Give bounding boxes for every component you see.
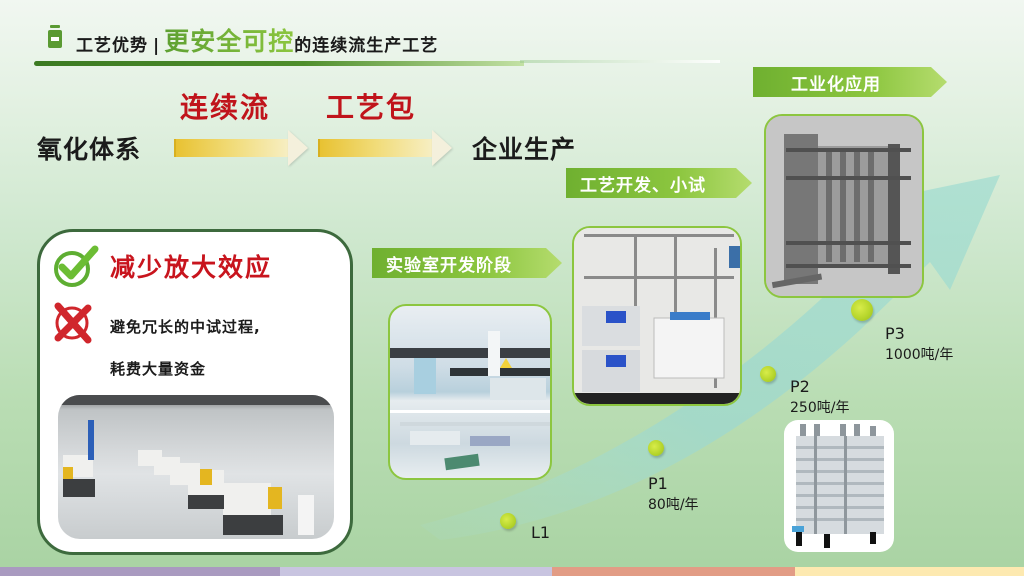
benefit-card: 减少放大效应 避免冗长的中试过程, 耗费大量资金: [37, 229, 353, 555]
title-separator: |: [153, 36, 160, 56]
footer-stripe-yellow: [795, 567, 1024, 576]
title-prefix: 工艺优势: [76, 36, 148, 56]
plate-reactor-industrial-photo: [764, 114, 924, 298]
milestone-label-p2: P2: [790, 377, 810, 396]
milestone-label-p3: P3: [885, 324, 905, 343]
card-title: 减少放大效应: [110, 253, 273, 282]
flow-reactor-pump-setup-photo: [572, 226, 742, 406]
milestone-dot-p3: [851, 299, 873, 321]
title-suffix: 的连续流生产工艺: [294, 36, 439, 56]
milestone-capacity-p3: 1000吨/年: [885, 347, 954, 363]
card-text-line2: 耗费大量资金: [110, 360, 207, 378]
check-circle-icon: [54, 245, 99, 287]
flow-step-package: 工艺包: [326, 91, 417, 124]
footer-stripe-salmon: [552, 567, 795, 576]
cross-circle-icon: [54, 302, 92, 344]
footer-stripe-purple: [0, 567, 280, 576]
flow-step-continuous: 连续流: [180, 91, 271, 124]
laboratory-photo: [388, 304, 552, 480]
stacked-plate-reactor-photo: [784, 420, 894, 552]
injection-molding-factory-photo: [58, 395, 334, 539]
stage-tag-industrial: 工业化应用: [753, 67, 947, 97]
footer-stripe-lavender: [280, 567, 552, 576]
header-underline: [34, 61, 524, 66]
milestone-dot-p2: [760, 366, 776, 382]
milestone-capacity-p1: 80吨/年: [648, 497, 699, 513]
bottle-icon: [48, 25, 62, 49]
milestone-label-p1: P1: [648, 474, 668, 493]
title-highlight: 更安全可控: [164, 27, 295, 56]
flow-start: 氧化体系: [37, 135, 142, 164]
milestone-capacity-p2: 250吨/年: [790, 400, 850, 416]
stage-tag-lab: 实验室开发阶段: [372, 248, 562, 278]
page-title: 工艺优势 | 更安全可控 的连续流生产工艺: [76, 26, 439, 57]
milestone-dot-l1: [500, 513, 516, 529]
card-text-line1: 避免冗长的中试过程,: [110, 318, 261, 336]
right-arrow-icon: [174, 130, 308, 166]
header-underline-fade: [520, 60, 720, 63]
milestone-label-l1: L1: [531, 523, 551, 542]
flow-end: 企业生产: [472, 135, 577, 164]
stage-tag-pilot: 工艺开发、小试: [566, 168, 752, 198]
milestone-dot-p1: [648, 440, 664, 456]
right-arrow-icon: [318, 130, 452, 166]
